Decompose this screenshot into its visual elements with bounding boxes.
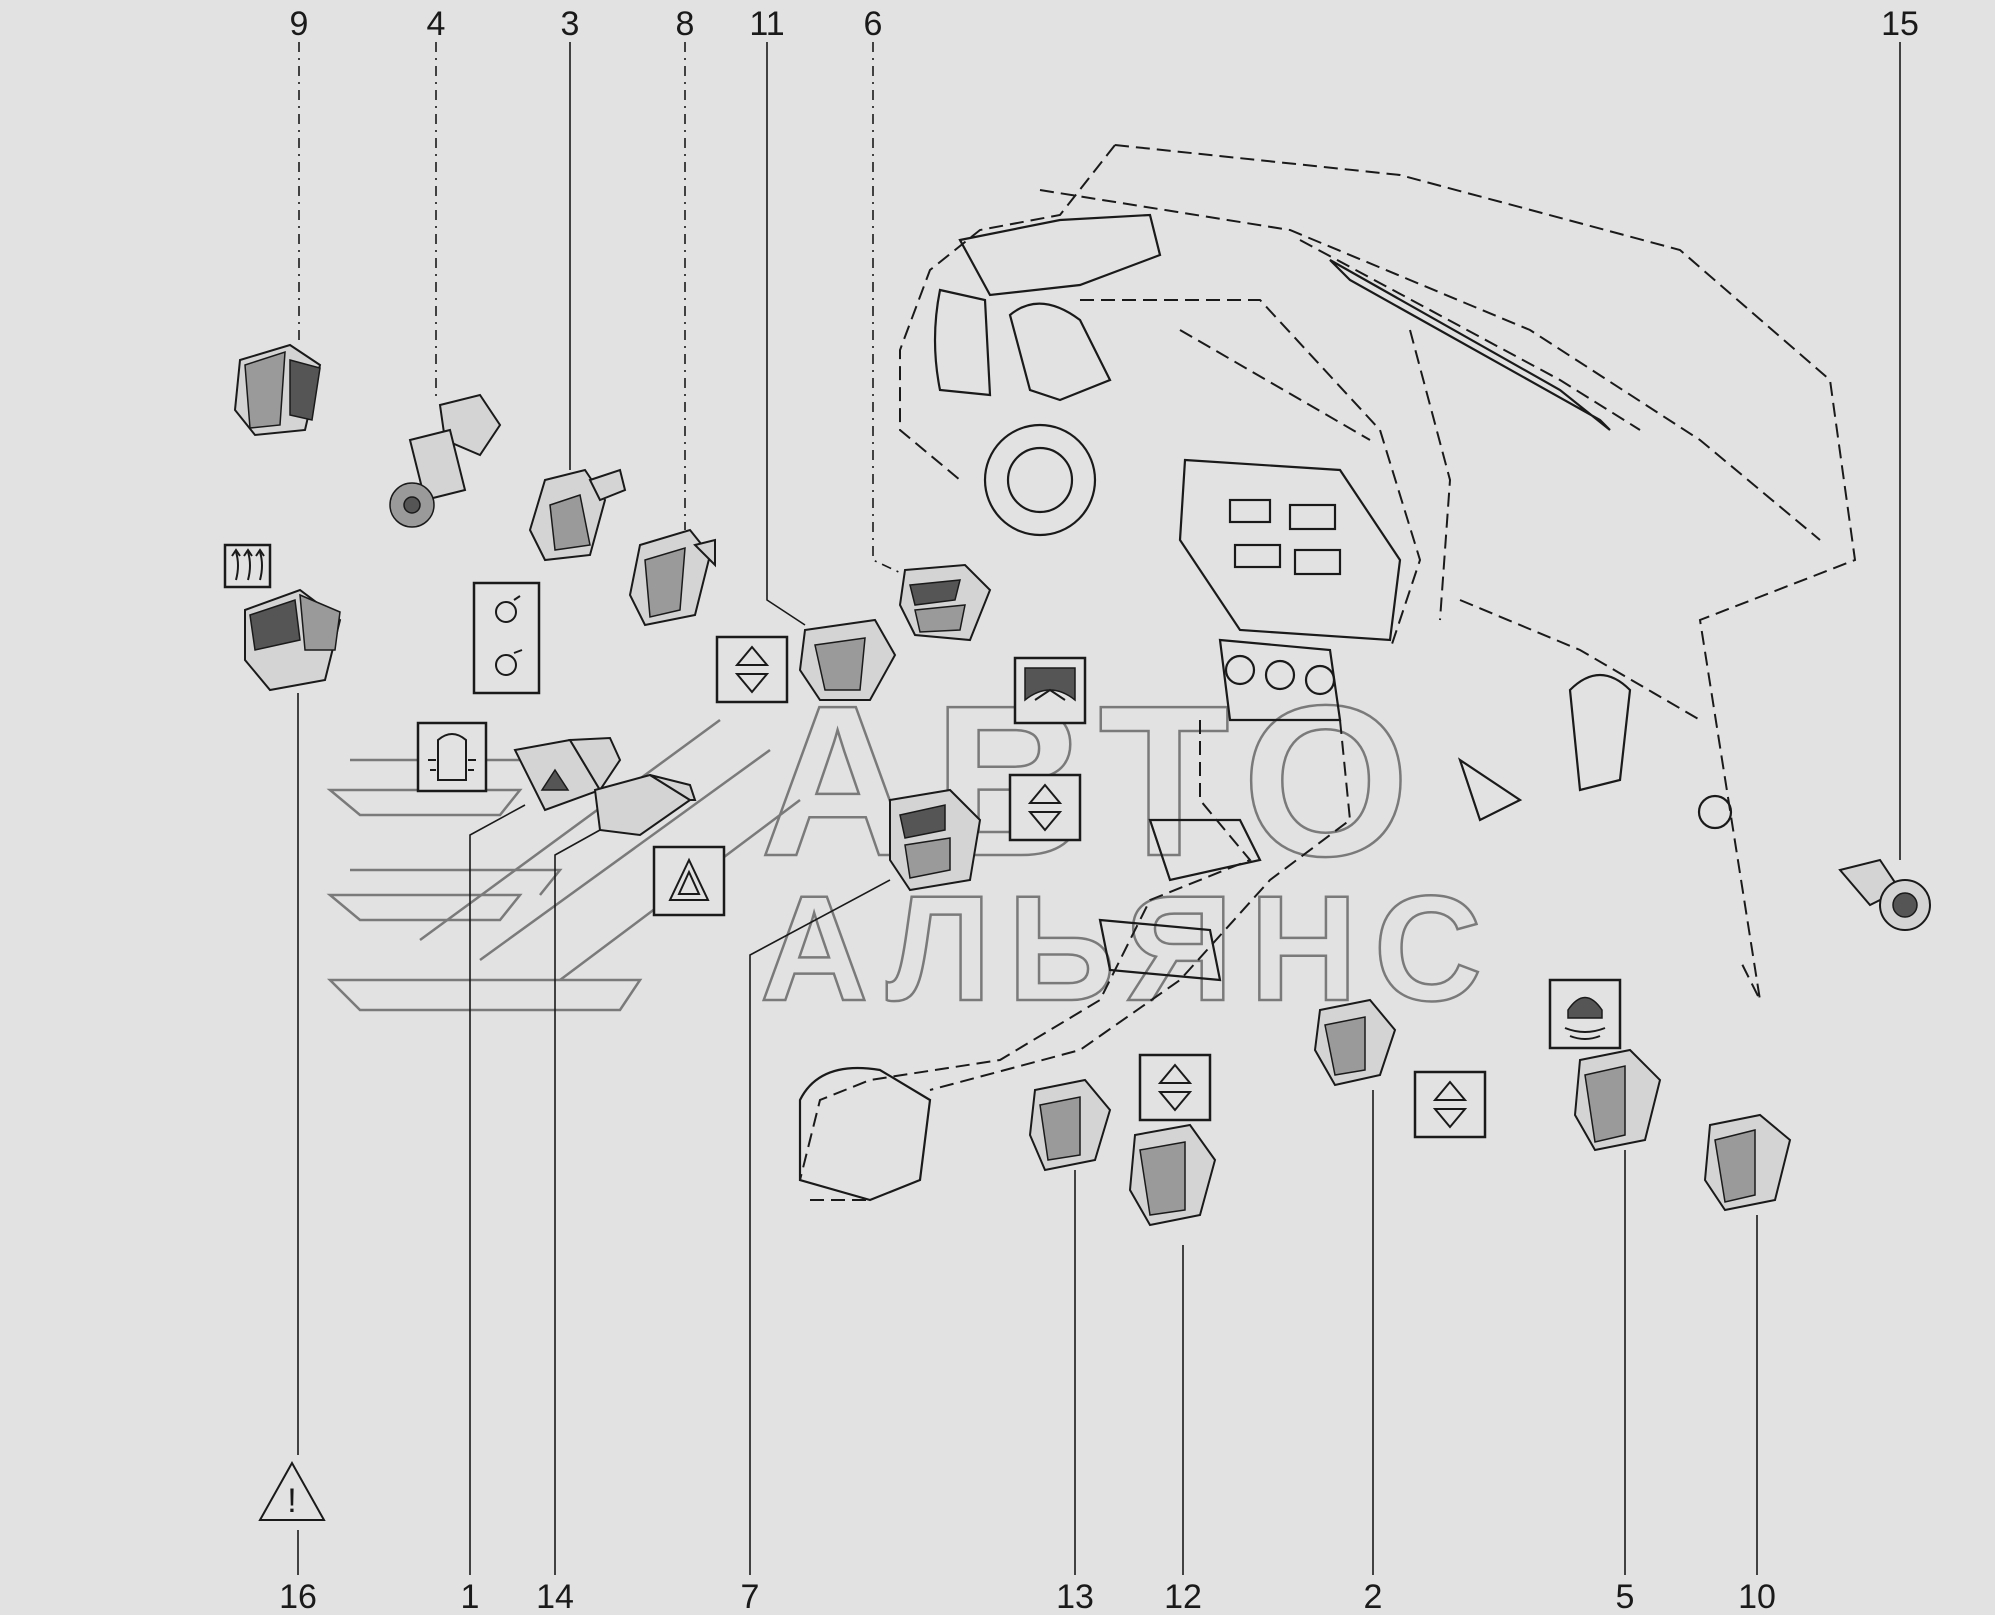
- hazard-symbol-icon: [652, 845, 726, 917]
- callout-4: 4: [427, 5, 446, 43]
- callout-13: 13: [1056, 1578, 1094, 1615]
- callout-2: 2: [1364, 1578, 1383, 1615]
- callout-14: 14: [536, 1578, 574, 1615]
- window-up-down-symbol-icon-12: [1138, 1053, 1212, 1122]
- callout-11: 11: [749, 5, 784, 43]
- part-16-rear-defrost-switch: [244, 588, 342, 692]
- part-9-switch: [233, 343, 322, 437]
- callout-7: 7: [741, 1578, 760, 1615]
- dashboard-assembly: [798, 144, 1857, 1202]
- part-13-window-switch: [1028, 1078, 1112, 1172]
- callout-10: 10: [1738, 1578, 1776, 1615]
- callout-5: 5: [1616, 1578, 1635, 1615]
- window-up-down-symbol-icon-11: [715, 635, 789, 704]
- part-2-window-switch: [1313, 998, 1397, 1087]
- window-up-down-symbol-icon-2: [1413, 1070, 1487, 1139]
- rear-defrost-symbol-icon: [223, 543, 272, 589]
- warning-triangle-mark: !: [287, 1482, 296, 1520]
- central-locking-symbol-icon: [416, 721, 488, 793]
- window-up-down-symbol-icon-7: [1008, 773, 1082, 842]
- part-14-switch: [593, 773, 697, 837]
- callout-9: 9: [290, 5, 309, 43]
- part-12-window-switch: [1128, 1123, 1217, 1227]
- watermark-line2: АЛЬЯНС: [760, 864, 1498, 1032]
- callout-8: 8: [676, 5, 695, 43]
- part-4-ignition-switch: [389, 393, 502, 528]
- window-symbol-icon-6: [1013, 656, 1087, 725]
- callout-15: 15: [1881, 5, 1919, 43]
- part-10-switch: [1703, 1113, 1792, 1212]
- part-11-mirror-switch: [798, 618, 897, 701]
- callout-16: 16: [279, 1578, 317, 1615]
- part-5-parking-sensor-switch: [1573, 1048, 1662, 1152]
- part-3-light-switch: [528, 468, 627, 562]
- callout-12: 12: [1164, 1578, 1202, 1615]
- speed-limiter-symbol-icon: [472, 581, 541, 695]
- warning-triangle-icon: !: [258, 1460, 326, 1521]
- callout-3: 3: [561, 5, 580, 43]
- part-6-switch: [898, 563, 992, 642]
- part-8-switch: [628, 528, 716, 627]
- leader-lines: [297, 42, 1901, 1575]
- part-7-switch: [889, 788, 982, 892]
- callout-6: 6: [864, 5, 883, 43]
- part-1-hazard-switch: [513, 736, 622, 812]
- part-15-power-socket: [1838, 858, 1931, 931]
- parking-sensor-symbol-icon: [1548, 978, 1622, 1050]
- callout-1: 1: [461, 1578, 480, 1615]
